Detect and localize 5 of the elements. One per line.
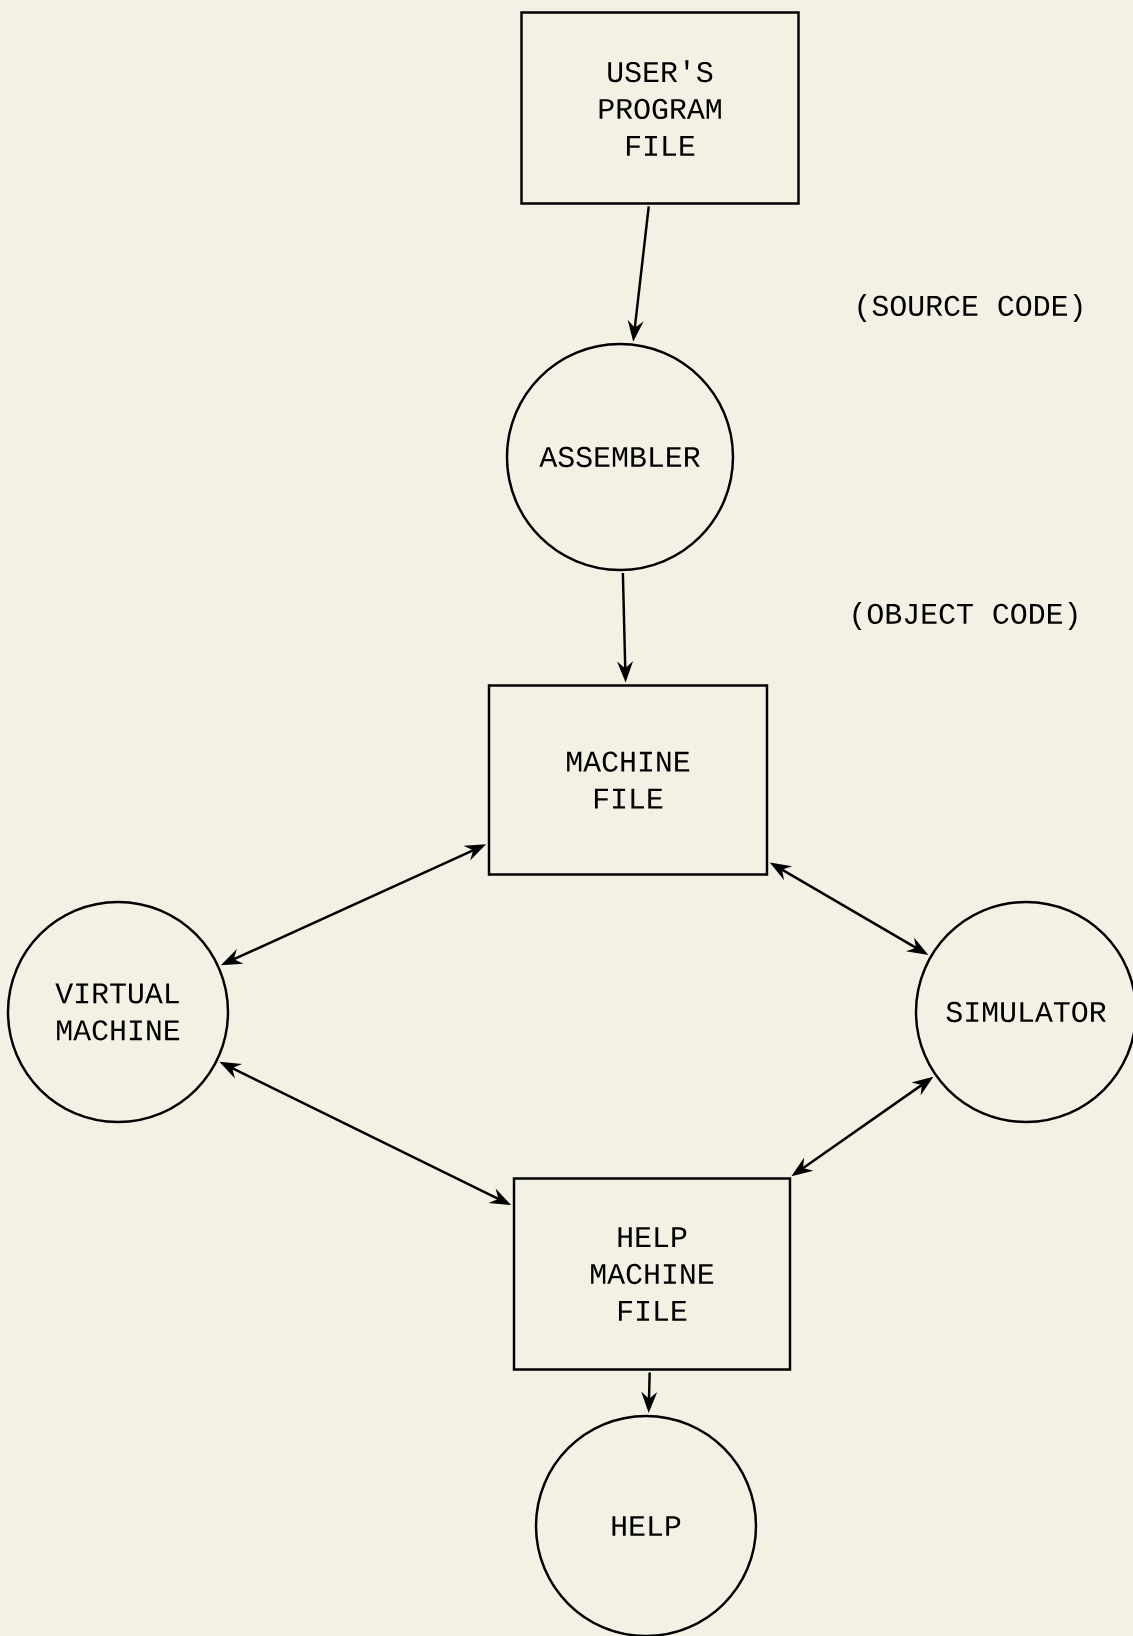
note-label: (OBJECT CODE) [853,602,1077,630]
file-box: MACHINE FILE [487,684,769,876]
note-label: (SOURCE CODE) [858,294,1082,322]
file-box: HELP MACHINE FILE [512,1177,792,1371]
file-box: USER'S PROGRAM FILE [520,11,800,205]
